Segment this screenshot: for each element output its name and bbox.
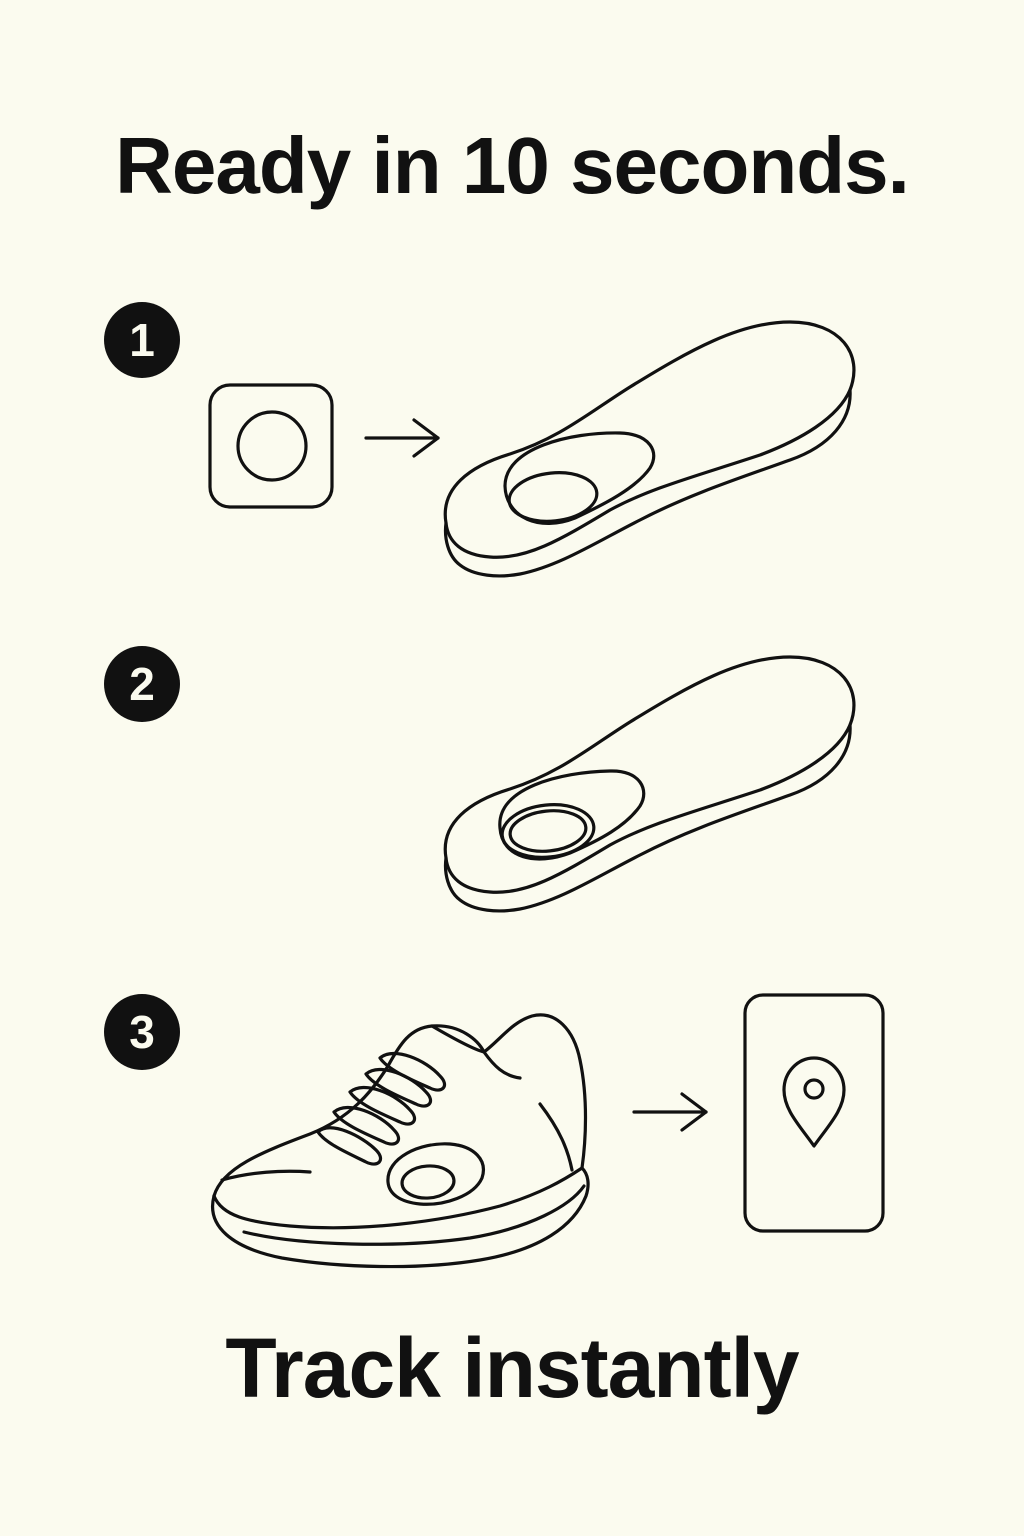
arrow-right-icon xyxy=(364,418,440,458)
step-1-badge: 1 xyxy=(104,302,180,378)
arrow-right-icon xyxy=(632,1092,708,1132)
step-2-badge: 2 xyxy=(104,646,180,722)
insole-with-pod-icon xyxy=(443,655,856,913)
map-pin-icon xyxy=(782,1056,846,1148)
step-3-badge: 3 xyxy=(104,994,180,1070)
page-title: Ready in 10 seconds. xyxy=(115,121,910,210)
sensor-pod-icon xyxy=(208,383,334,509)
insole-icon xyxy=(443,320,856,578)
footer-tagline: Track instantly xyxy=(225,1321,799,1415)
phone-location-icon xyxy=(743,993,885,1233)
sneaker-icon xyxy=(211,1013,590,1269)
